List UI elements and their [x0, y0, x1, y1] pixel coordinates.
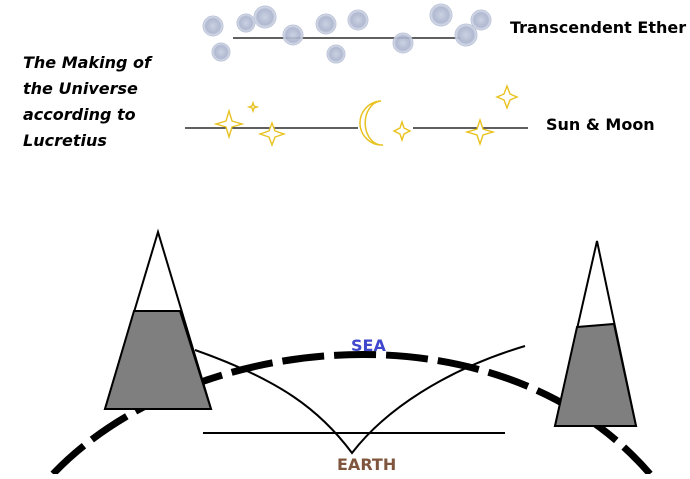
- earth-sphere-arc: [50, 351, 653, 477]
- moon-icon: [359, 100, 384, 146]
- cloud-icon: [211, 42, 231, 62]
- star-icon: [495, 84, 519, 110]
- cloud-icon: [347, 9, 369, 31]
- cloud-icon: [282, 24, 304, 46]
- cloud-icon: [315, 13, 337, 35]
- mountain-icon: [553, 240, 638, 427]
- cloud-icon: [326, 44, 346, 64]
- cloud-icon: [454, 23, 478, 47]
- star-icon: [257, 121, 287, 147]
- cloud-icon: [202, 15, 224, 37]
- star-icon: [464, 117, 496, 147]
- earth-label: EARTH: [337, 455, 397, 474]
- ether-clouds: [202, 3, 492, 64]
- stars: [213, 84, 519, 147]
- cloud-icon: [470, 9, 492, 31]
- mountain-icon: [103, 228, 213, 410]
- diagram-title: The Making of the Universe according to …: [23, 53, 151, 150]
- cloud-icon: [236, 13, 256, 33]
- star-icon: [213, 108, 245, 140]
- sun-moon-label: Sun & Moon: [546, 115, 655, 134]
- star-icon: [392, 119, 412, 143]
- sea-curve: [194, 345, 526, 455]
- cloud-icon: [253, 5, 277, 29]
- cloud-icon: [392, 32, 414, 54]
- star-icon: [246, 100, 260, 114]
- ether-label: Transcendent Ether: [510, 18, 687, 37]
- cloud-icon: [429, 3, 453, 27]
- sea-label: SEA: [351, 336, 386, 355]
